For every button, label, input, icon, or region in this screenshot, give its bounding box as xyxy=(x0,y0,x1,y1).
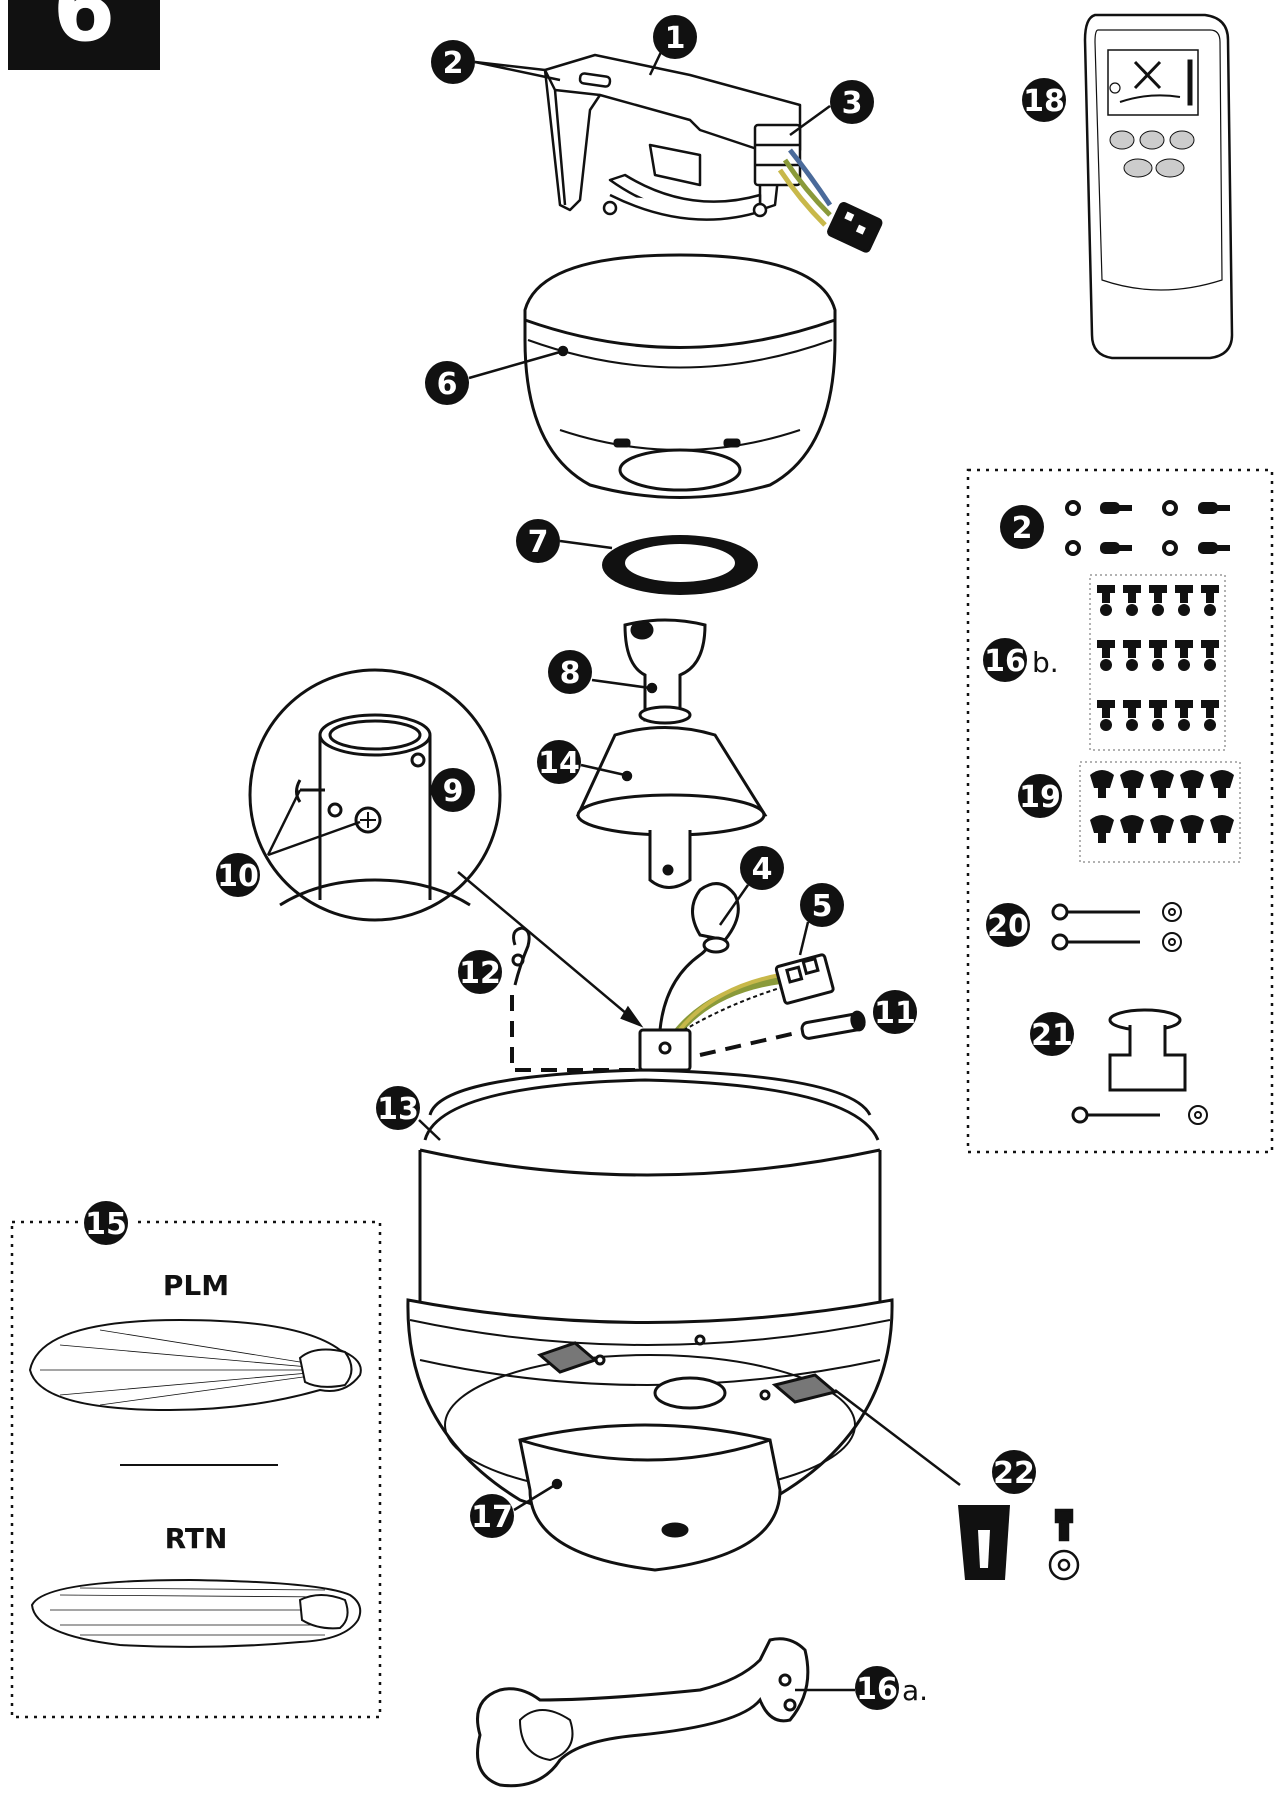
part-badges: 1 2 3 4 5 6 7 8 9 10 11 12 13 14 15 16 1… xyxy=(84,15,1074,1710)
svg-text:3: 3 xyxy=(842,86,863,121)
svg-text:10: 10 xyxy=(217,859,259,894)
badge-6: 6 xyxy=(425,361,469,405)
svg-text:16: 16 xyxy=(984,644,1026,679)
r-clip xyxy=(511,926,531,986)
badge-18: 18 xyxy=(1022,78,1066,122)
badge-21: 21 xyxy=(1030,1012,1074,1056)
hardware-suffix-b: b. xyxy=(1032,646,1059,679)
badge-16b: 16 xyxy=(983,638,1027,682)
badge-16a: 16 xyxy=(855,1666,899,1710)
badge-2-hardware: 2 xyxy=(1000,505,1044,549)
blades-box: PLM RTN xyxy=(10,1208,382,1719)
badge-9: 9 xyxy=(431,768,475,812)
wood-screws xyxy=(1051,902,1182,952)
hardware-box: b. xyxy=(966,468,1274,1154)
bracket-screws xyxy=(1065,500,1230,556)
switch-housing xyxy=(518,1423,782,1572)
badge-20: 20 xyxy=(986,903,1030,947)
svg-text:20: 20 xyxy=(987,909,1029,944)
safety-cable-bulb xyxy=(691,882,740,954)
canopy xyxy=(523,253,837,499)
svg-text:2: 2 xyxy=(443,46,464,81)
wire-connector xyxy=(774,953,835,1005)
badge-15: 15 xyxy=(84,1201,128,1245)
mounting-bracket xyxy=(543,53,802,221)
svg-text:18: 18 xyxy=(1023,84,1065,119)
corner-tab-text: 6 xyxy=(53,0,116,62)
blade-plm xyxy=(28,1318,362,1412)
svg-text:21: 21 xyxy=(1031,1018,1073,1053)
badge-13: 13 xyxy=(376,1086,420,1130)
downrod-ball xyxy=(623,618,707,725)
flywheel-piece xyxy=(958,1505,1010,1580)
badge-14: 14 xyxy=(537,740,581,784)
svg-text:6: 6 xyxy=(437,367,458,402)
blade-label-plm: PLM xyxy=(163,1269,229,1302)
corner-tab: 6 xyxy=(8,0,160,70)
flywheel-pointer xyxy=(834,1389,961,1486)
svg-text:1: 1 xyxy=(665,21,686,56)
downrod-detail xyxy=(248,668,502,922)
badge-7: 7 xyxy=(516,519,560,563)
svg-text:19: 19 xyxy=(1019,780,1061,815)
badge-5: 5 xyxy=(800,883,844,927)
hook-hanger xyxy=(1071,1008,1208,1125)
canopy-ring xyxy=(602,535,758,595)
blade-arm xyxy=(476,1637,810,1788)
detail-pointers xyxy=(266,789,644,1028)
svg-text:4: 4 xyxy=(752,852,773,887)
blade-rtn xyxy=(30,1578,362,1648)
svg-text:5: 5 xyxy=(812,889,833,924)
hanger-pin xyxy=(800,1010,866,1040)
badge-1: 1 xyxy=(653,15,697,59)
badge-10: 10 xyxy=(216,853,260,897)
svg-text:16: 16 xyxy=(856,1672,898,1707)
svg-text:11: 11 xyxy=(874,996,916,1031)
motor-screws-grid xyxy=(1090,770,1234,843)
badge-2-top: 2 xyxy=(431,40,475,84)
coupling-cover xyxy=(575,726,768,889)
badge-4: 4 xyxy=(740,846,784,890)
svg-text:7: 7 xyxy=(528,525,549,560)
terminal-block xyxy=(753,123,883,253)
badge-8: 8 xyxy=(548,650,592,694)
blade-arm-suffix-a: a. xyxy=(902,1674,928,1707)
badge-22: 22 xyxy=(992,1450,1036,1494)
svg-text:9: 9 xyxy=(443,774,464,809)
svg-text:22: 22 xyxy=(993,1456,1035,1491)
svg-text:12: 12 xyxy=(459,956,501,991)
assembly-dashes xyxy=(510,995,801,1072)
blade-label-rtn: RTN xyxy=(165,1522,228,1555)
svg-text:13: 13 xyxy=(377,1092,419,1127)
motor-housing xyxy=(406,1028,894,1524)
leader-lines xyxy=(418,49,855,1692)
blade-screws-grid xyxy=(1097,585,1219,731)
svg-text:17: 17 xyxy=(471,1500,513,1535)
svg-text:2: 2 xyxy=(1012,511,1033,546)
flywheel-screw xyxy=(1048,1508,1080,1581)
svg-text:15: 15 xyxy=(85,1207,127,1242)
badge-19: 19 xyxy=(1018,774,1062,818)
svg-text:14: 14 xyxy=(538,746,580,781)
badge-11: 11 xyxy=(873,990,917,1034)
badge-17: 17 xyxy=(470,1494,514,1538)
badge-12: 12 xyxy=(458,950,502,994)
remote-control xyxy=(1083,13,1234,360)
badge-3: 3 xyxy=(830,80,874,124)
svg-text:8: 8 xyxy=(560,656,581,691)
